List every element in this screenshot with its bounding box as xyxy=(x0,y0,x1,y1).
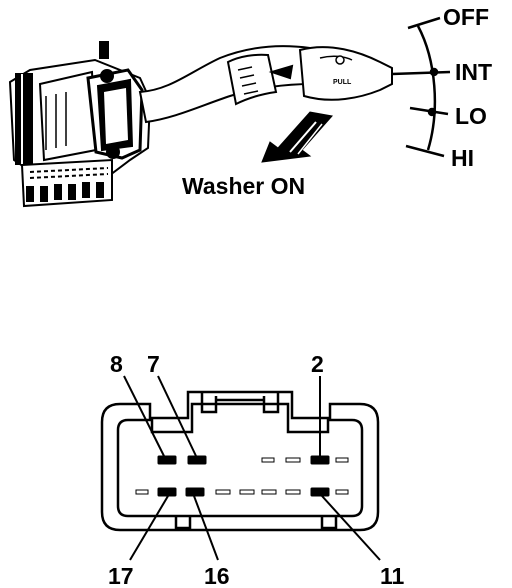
wiper-lever: PULL xyxy=(138,45,393,124)
pin-label-2: 2 xyxy=(311,351,324,377)
connector-housing xyxy=(100,390,380,532)
position-scale xyxy=(391,16,451,158)
pin-2 xyxy=(310,455,330,465)
pin-label-7: 7 xyxy=(147,351,160,377)
pin-leader-lines xyxy=(123,375,381,561)
pin-label-8: 8 xyxy=(110,351,123,377)
pin-17 xyxy=(157,487,177,497)
washer-direction-arrow xyxy=(261,111,333,163)
pin-label-16: 16 xyxy=(204,563,230,588)
position-off-label: OFF xyxy=(443,4,489,30)
pin-label-17: 17 xyxy=(108,563,134,588)
knob-pull-text: PULL xyxy=(333,79,352,86)
pin-7 xyxy=(187,455,207,465)
position-lo-label: LO xyxy=(455,103,487,129)
position-hi-label: HI xyxy=(451,145,474,171)
pin-16 xyxy=(185,487,205,497)
pin-11 xyxy=(310,487,330,497)
washer-on-label: Washer ON xyxy=(182,173,305,199)
pin-8 xyxy=(157,455,177,465)
pin-label-11: 11 xyxy=(380,563,405,588)
position-int-label: INT xyxy=(455,59,492,85)
switch-body xyxy=(8,41,152,208)
connector-pins xyxy=(135,455,349,497)
